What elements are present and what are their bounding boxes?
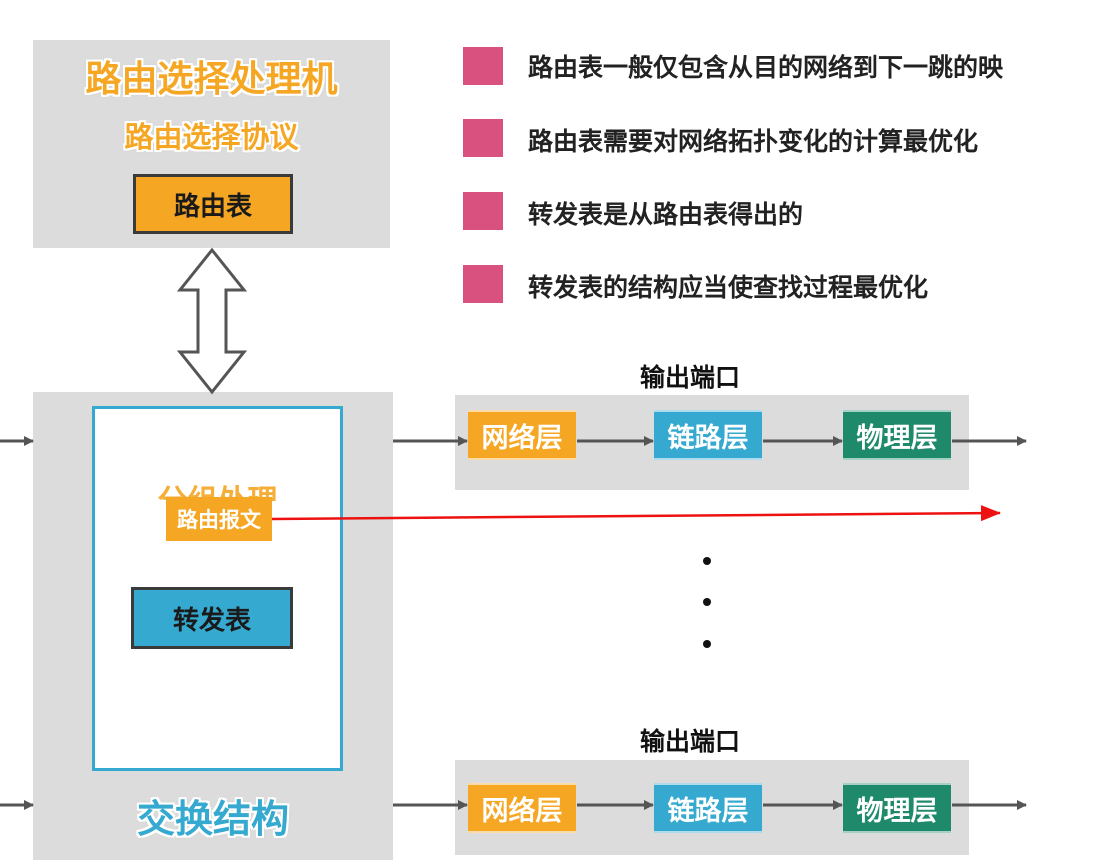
ellipsis-dot-3 (703, 640, 711, 648)
output-port-label-1: 输出端口 (640, 363, 741, 392)
routing-message-tag: 路由报文 (166, 497, 272, 541)
forwarding-table-box: 转发表 (131, 587, 293, 649)
bullet-text-2: 路由表需要对网络拓扑变化的计算最优化 (528, 127, 979, 156)
ellipsis-dot-1 (703, 557, 711, 565)
physical-layer-1: 物理层 (843, 410, 951, 460)
bullet-square-2 (463, 119, 503, 157)
routing-protocol-label: 路由选择协议 (124, 120, 299, 154)
bullet-text-1: 路由表一般仅包含从目的网络到下一跳的映 (528, 53, 1004, 82)
bullet-square-3 (463, 192, 503, 230)
network-layer-2: 网络层 (468, 783, 576, 833)
link-layer-1: 链路层 (654, 410, 762, 460)
routing-processor-title: 路由选择处理机 (85, 59, 338, 100)
routing-message-red-arrow (271, 505, 1001, 522)
physical-layer-2: 物理层 (843, 783, 951, 833)
bullet-text-3: 转发表是从路由表得出的 (528, 200, 804, 229)
output-port-label-2: 输出端口 (640, 727, 741, 756)
bullet-square-4 (463, 265, 503, 303)
ellipsis-dot-2 (703, 598, 711, 606)
bullet-text-4: 转发表的结构应当使查找过程最优化 (528, 273, 929, 302)
bullet-square-1 (463, 47, 503, 85)
double-arrow-icon (176, 247, 248, 395)
switch-fabric-label: 交换结构 (136, 797, 289, 841)
network-layer-1: 网络层 (468, 410, 576, 460)
routing-table-box: 路由表 (133, 174, 293, 234)
link-layer-2: 链路层 (654, 783, 762, 833)
